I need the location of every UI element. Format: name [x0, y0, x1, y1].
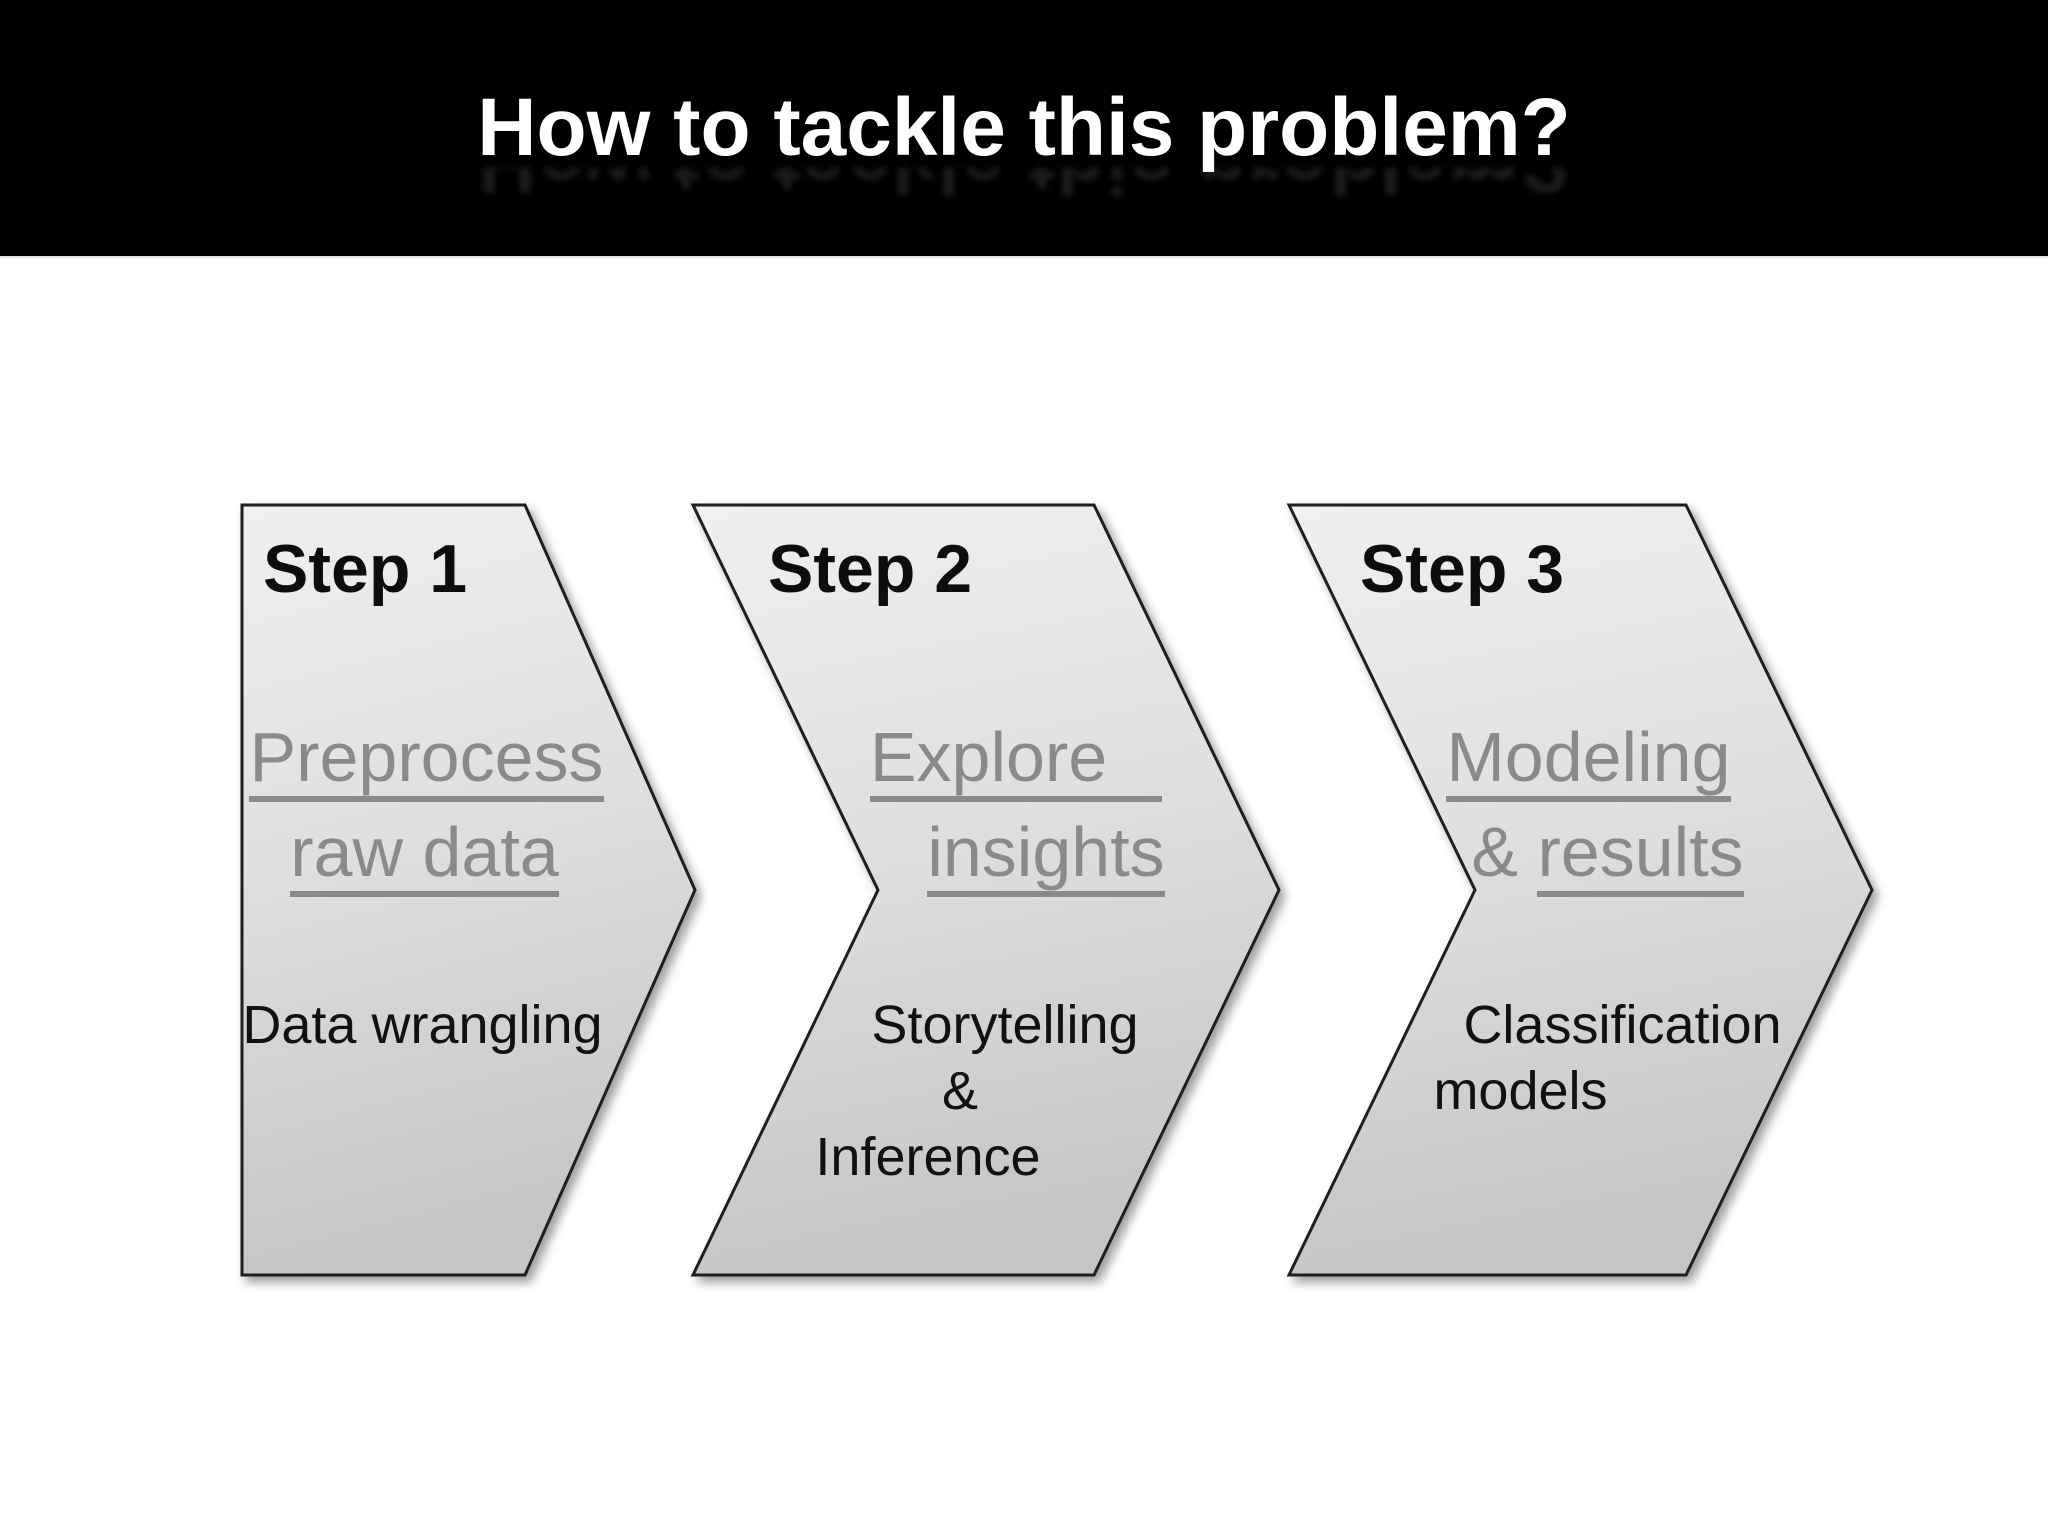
- step-heading: Explore insights: [693, 710, 1279, 900]
- step-heading-line: raw data: [198, 805, 651, 900]
- plain-text: &: [1471, 813, 1538, 891]
- step-heading-line: Preprocess: [200, 710, 653, 805]
- step-heading-line: & results: [1316, 805, 1899, 900]
- step-1-chevron: Step 1 Preprocess raw data Data wrangling: [240, 503, 697, 1277]
- step-body-line: Inference: [815, 1127, 1041, 1187]
- step-body: Data wrangling: [242, 992, 695, 1058]
- title-bar: How to tackle this problem? How to tackl…: [0, 0, 2048, 258]
- underlined-text: results: [1537, 813, 1744, 897]
- step-body-line: Data wrangling: [242, 995, 603, 1055]
- underlined-text: Explore: [869, 718, 1163, 802]
- step-body-line: &: [941, 1061, 979, 1121]
- step-body: Storytelling&Inference: [693, 992, 1279, 1190]
- step-heading-line: Explore: [723, 710, 1309, 805]
- step-body-line: models: [1433, 1061, 1608, 1121]
- step-label: Step 3: [1360, 531, 1565, 607]
- step-label: Step 2: [768, 531, 973, 607]
- step-heading-line: insights: [753, 805, 1339, 900]
- step-heading: Preprocess raw data: [242, 710, 695, 900]
- chevron-shape: [1286, 503, 1874, 1277]
- chevron-shape: [690, 503, 1281, 1277]
- step-body-line: Storytelling: [871, 995, 1139, 1055]
- underlined-text: insights: [927, 813, 1165, 897]
- underlined-text: raw data: [290, 813, 559, 897]
- step-2-chevron: Step 2 Explore insights Storytelling&Infe…: [690, 503, 1281, 1277]
- slide-title: How to tackle this problem?: [477, 82, 1571, 173]
- step-body-line: Classification: [1463, 995, 1782, 1055]
- step-label: Step 1: [263, 531, 468, 607]
- chevron-shape: [240, 503, 697, 1277]
- step-heading-line: Modeling: [1297, 710, 1880, 805]
- underlined-text: Preprocess: [249, 718, 604, 802]
- underlined-text: Modeling: [1446, 718, 1731, 802]
- step-heading: Modeling & results: [1289, 710, 1872, 900]
